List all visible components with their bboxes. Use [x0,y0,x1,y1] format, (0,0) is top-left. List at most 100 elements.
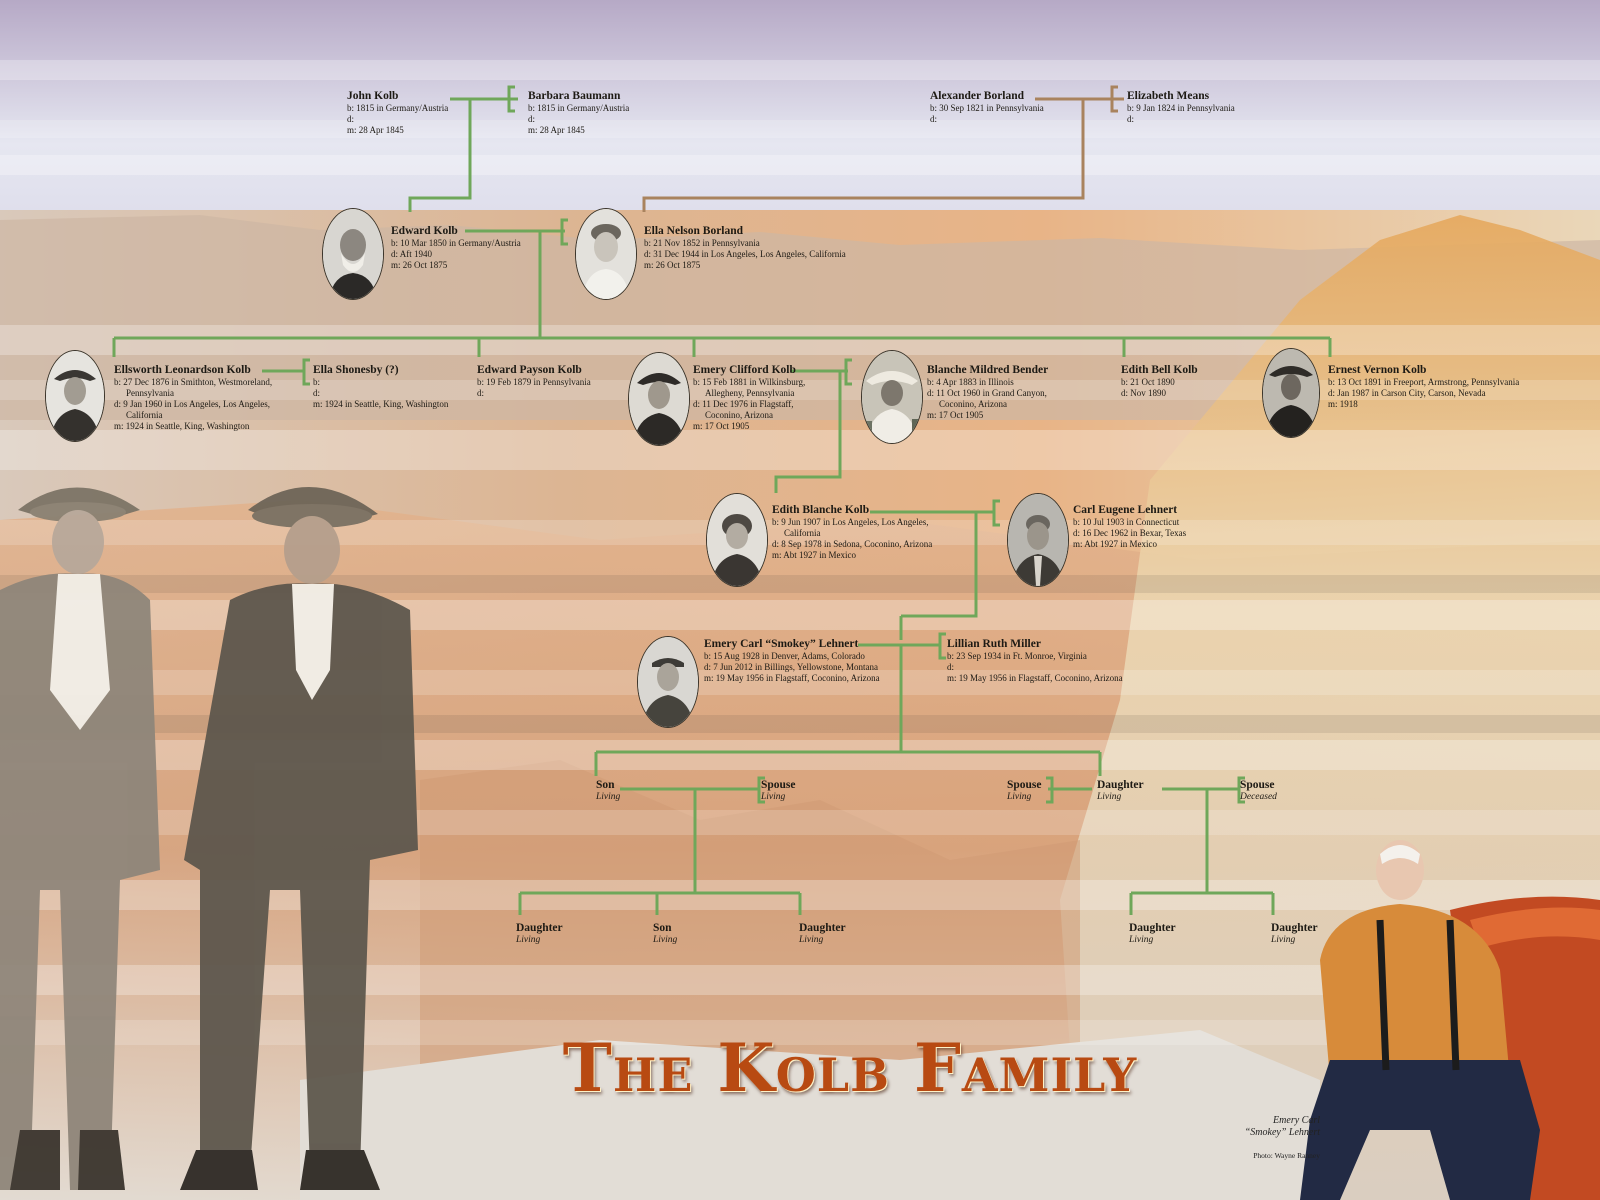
fact-birth: b: 13 Oct 1891 in Freeport, Armstrong, P… [1328,377,1520,387]
fact-death: d: [347,114,355,124]
fact-birth-cont: California [784,528,821,538]
fact-death: d: [947,662,955,672]
person-name: Barbara Baumann [528,90,621,102]
person-status: Living [1097,792,1122,802]
fact-death: d: 9 Jan 1960 in Los Angeles, Los Angele… [114,399,270,409]
fact-birth: b: 1815 in Germany/Austria [347,103,449,113]
fact-death: d: 16 Dec 1962 in Bexar, Texas [1073,528,1187,538]
person-name: John Kolb [347,90,399,102]
person-name: Daughter [516,922,563,934]
person-status: Living [799,935,824,945]
fact-death: d: 11 Oct 1960 in Grand Canyon, [927,388,1047,398]
fact-birth: b: 21 Oct 1890 [1121,377,1175,387]
person-lillian-miller: Lillian Ruth Miller b: 23 Sep 1934 in Ft… [947,637,1123,684]
person-daughter: Daughter Living [1097,778,1144,803]
poster-title: The Kolb Family [562,1029,1138,1107]
fact-marriage: m: 19 May 1956 in Flagstaff, Coconino, A… [704,673,880,683]
person-elizabeth-means: Elizabeth Means b: 9 Jan 1824 in Pennsyl… [1127,89,1235,125]
person-name: Spouse [761,779,796,791]
person-status: Living [596,792,621,802]
ellsworth-kolb-portrait [45,350,105,442]
fact-birth: b: 15 Feb 1881 in Wilkinsburg, [693,377,806,387]
fact-death: d: Nov 1890 [1121,388,1166,398]
fact-marriage: m: 28 Apr 1845 [347,125,404,135]
person-name: Elizabeth Means [1127,90,1210,102]
person-edward-payson-kolb: Edward Payson Kolb b: 19 Feb 1879 in Pen… [477,363,591,399]
fact-death-cont: Coconino, Arizona [939,399,1007,409]
smokey-lehnert-photo [1300,840,1600,1200]
fact-death-cont: California [126,410,163,420]
person-status: Living [653,935,678,945]
person-name: Edward Kolb [391,225,458,237]
person-name: Carl Eugene Lehnert [1073,504,1178,516]
person-name: Spouse [1240,779,1275,791]
fact-birth: b: 1815 in Germany/Austria [528,103,630,113]
person-name: Lillian Ruth Miller [947,638,1041,650]
person-ellsworth-kolb: Ellsworth Leonardson Kolb b: 27 Dec 1876… [114,363,272,432]
person-facts: b: 10 Mar 1850 in Germany/Austria d: Aft… [391,238,521,271]
fact-birth-cont: Pennsylvania [126,388,174,398]
fact-birth: b: 9 Jun 1907 in Los Angeles, Los Angele… [772,517,929,527]
fact-death: d: [477,388,485,398]
person-name: Ernest Vernon Kolb [1328,364,1427,376]
person-grandchild-2: Son Living [653,921,677,946]
kolb-brothers-photo [0,486,418,1190]
person-facts: b: 19 Feb 1879 in Pennsylvania d: [477,377,591,399]
person-status: Living [1129,935,1154,945]
fact-marriage: m: 26 Oct 1875 [391,260,448,270]
person-facts: b: 15 Feb 1881 in Wilkinsburg, Allegheny… [693,377,805,432]
photo-credit: Photo: Wayne Ranney [1253,1151,1320,1160]
fact-birth: b: 10 Jul 1903 in Connecticut [1073,517,1180,527]
fact-death: d: [528,114,536,124]
fact-death: d: [1127,114,1135,124]
person-carl-lehnert: Carl Eugene Lehnert b: 10 Jul 1903 in Co… [1073,503,1186,550]
fact-marriage: m: 26 Oct 1875 [644,260,701,270]
person-facts: b: 13 Oct 1891 in Freeport, Armstrong, P… [1328,377,1519,410]
person-name: Daughter [1097,779,1144,791]
person-name: Edward Payson Kolb [477,364,582,376]
fact-death: d: Jan 1987 in Carson City, Carson, Neva… [1328,388,1486,398]
fact-marriage: m: 1918 [1328,399,1358,409]
fact-marriage: m: 17 Oct 1905 [927,410,984,420]
person-status: Living [516,935,541,945]
caption-line-2: “Smokey” Lehnert [1244,1127,1320,1138]
person-emery-kolb: Emery Clifford Kolb b: 15 Feb 1881 in Wi… [693,363,805,432]
edward-kolb-portrait [322,208,384,300]
person-name: Alexander Borland [930,90,1025,102]
person-facts: b: 15 Aug 1928 in Denver, Adams, Colorad… [704,651,880,684]
person-facts: b: 10 Jul 1903 in Connecticut d: 16 Dec … [1073,517,1186,550]
fact-marriage: m: 19 May 1956 in Flagstaff, Coconino, A… [947,673,1123,683]
fact-birth: b: 23 Sep 1934 in Ft. Monroe, Virginia [947,651,1087,661]
person-name: Ella Shonesby (?) [313,364,399,376]
fact-death: d: 8 Sep 1978 in Sedona, Coconino, Arizo… [772,539,933,549]
person-name: Ellsworth Leonardson Kolb [114,364,251,376]
person-ernest-kolb: Ernest Vernon Kolb b: 13 Oct 1891 in Fre… [1328,363,1519,410]
edith-blanche-kolb-portrait [706,493,768,587]
person-alexander-borland: Alexander Borland b: 30 Sep 1821 in Penn… [930,89,1044,125]
person-name: Emery Clifford Kolb [693,364,796,376]
fact-death: d: Aft 1940 [391,249,433,259]
person-grandchild-5: Daughter Living [1271,921,1318,946]
person-name: Blanche Mildred Bender [927,364,1049,376]
kolb-lineage-lines [112,85,1332,915]
fact-marriage: m: 17 Oct 1905 [693,421,750,431]
borland-lineage-lines [642,85,1124,212]
fact-birth: b: 21 Nov 1852 in Pennsylvania [644,238,760,248]
fact-death: d: [930,114,938,124]
person-son: Son Living [596,778,620,803]
person-name: Son [596,779,615,791]
fact-birth: b: 19 Feb 1879 in Pennsylvania [477,377,591,387]
person-name: Edith Blanche Kolb [772,504,870,516]
person-smokey-lehnert: Emery Carl “Smokey” Lehnert b: 15 Aug 19… [704,637,880,684]
fact-birth: b: [313,377,321,387]
person-status: Living [1007,792,1032,802]
person-grandchild-4: Daughter Living [1129,921,1176,946]
person-facts: b: 4 Apr 1883 in Illinois d: 11 Oct 1960… [927,377,1048,421]
person-name: Edith Bell Kolb [1121,364,1198,376]
caption-line-1: Emery Carl [1273,1115,1320,1126]
fact-birth: b: 10 Mar 1850 in Germany/Austria [391,238,521,248]
person-facts: b: 27 Dec 1876 in Smithton, Westmoreland… [114,377,272,432]
